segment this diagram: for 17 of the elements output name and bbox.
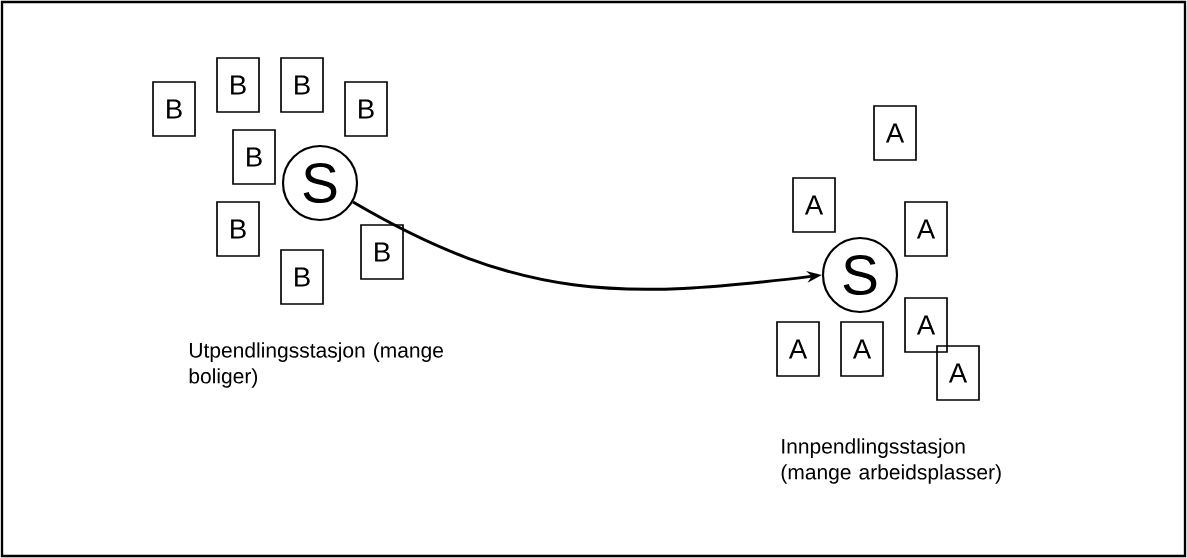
letter-box: A <box>840 321 884 377</box>
letter-box: B <box>344 81 388 137</box>
letter-box: B <box>232 129 276 185</box>
letter-box: B <box>280 57 324 113</box>
letter-box: B <box>216 201 260 257</box>
letter-box: B <box>360 224 404 280</box>
letter-box: B <box>216 57 260 113</box>
letter-box: A <box>873 105 917 161</box>
station-caption: Utpendlingsstasjon (mange boliger) <box>189 342 443 388</box>
letter-box: B <box>280 249 324 305</box>
letter-box: B <box>152 81 196 137</box>
station-caption: Innpendlingsstasjon (mange arbeidsplasser) <box>781 438 1001 484</box>
letter-box: A <box>776 321 820 377</box>
letter-box: A <box>936 345 980 401</box>
letter-box: A <box>904 201 948 257</box>
letter-box: A <box>792 177 836 233</box>
letter-box: A <box>904 297 948 353</box>
